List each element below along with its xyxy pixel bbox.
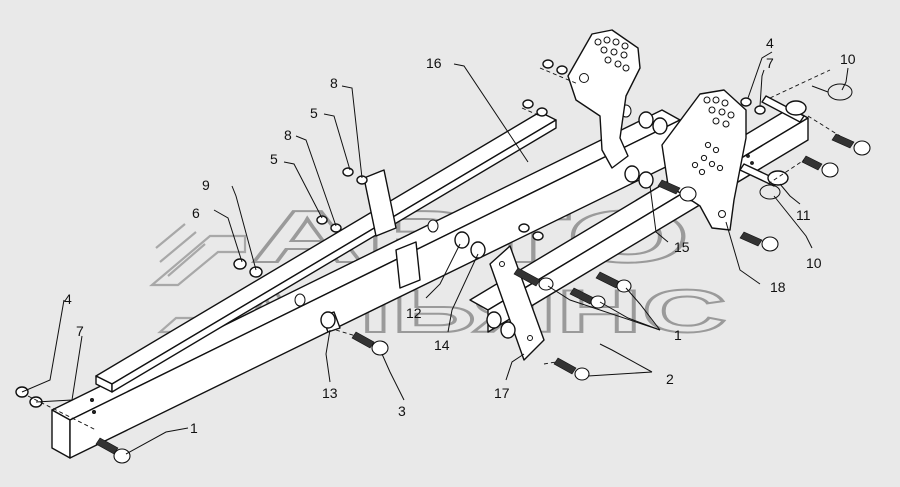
callout-8b: 8 <box>284 127 292 143</box>
nuts-and-washers <box>15 59 766 408</box>
bolts <box>95 133 871 464</box>
callout-4a: 4 <box>64 291 72 307</box>
callout-18: 18 <box>770 279 786 295</box>
callout-13: 13 <box>322 385 338 401</box>
small-plate-upper <box>363 169 397 237</box>
callout-2: 2 <box>666 371 674 387</box>
callout-7a: 7 <box>76 323 84 339</box>
callout-8a: 8 <box>330 75 338 91</box>
callout-1a: 1 <box>190 420 198 436</box>
callout-3: 3 <box>398 403 406 419</box>
callout-17: 17 <box>494 385 510 401</box>
callout-1b: 1 <box>674 327 682 343</box>
callout-9: 9 <box>202 177 210 193</box>
callout-4b: 4 <box>766 35 774 51</box>
callout-5a: 5 <box>310 105 318 121</box>
callout-14: 14 <box>434 337 450 353</box>
callout-labels: 1 1 2 3 4 4 5 5 6 7 7 8 8 9 10 10 11 12 … <box>64 35 856 436</box>
leader-lines <box>21 51 849 455</box>
assembly-dash-lines <box>27 67 841 431</box>
small-plate-lower <box>395 241 421 289</box>
callout-5b: 5 <box>270 151 278 167</box>
upper-flat-bar <box>95 111 557 393</box>
callout-6: 6 <box>192 205 200 221</box>
callout-10b: 10 <box>806 255 822 271</box>
spacer-bushings <box>320 111 668 339</box>
front-bracket-plate <box>567 29 641 169</box>
callout-16: 16 <box>426 55 442 71</box>
callout-12: 12 <box>406 305 422 321</box>
callout-15: 15 <box>674 239 690 255</box>
callout-10a: 10 <box>840 51 856 67</box>
callout-7b: 7 <box>766 55 774 71</box>
callout-11: 11 <box>796 207 811 223</box>
